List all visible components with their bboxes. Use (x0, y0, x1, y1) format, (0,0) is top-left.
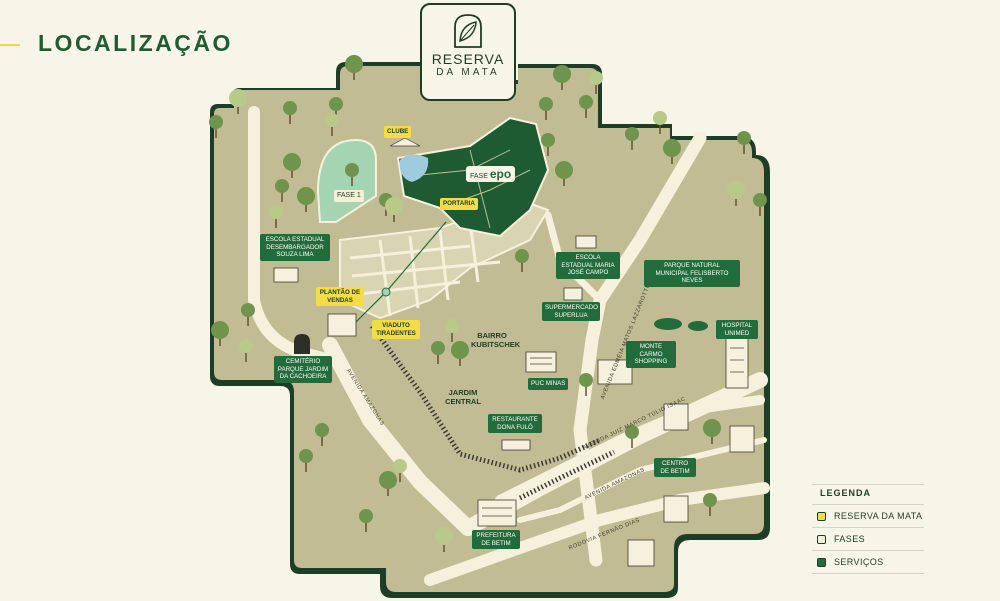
clube-umbrella (389, 137, 421, 147)
tree-icon (393, 459, 407, 482)
label-escola-souza-lima: ESCOLA ESTADUAL DESEMBARGADOR SOUZA LIMA (260, 234, 330, 261)
label-jardim-central: JARDIM CENTRAL (445, 388, 481, 406)
legend-swatch-servicos (817, 557, 826, 567)
tombstone (294, 334, 310, 354)
tree-icon (663, 139, 681, 164)
label-parque-municipal: PARQUE NATURAL MUNICIPAL FELISBERTO NEVE… (644, 260, 740, 287)
road-local-2 (517, 437, 767, 523)
tree-icon (579, 95, 593, 118)
tree-icon (541, 133, 555, 156)
title-accent-bar (0, 44, 20, 46)
road-amazonas-left (322, 337, 476, 536)
label-portaria: PORTARIA (440, 198, 478, 210)
tree-icon (359, 509, 373, 532)
tree-icon (241, 303, 255, 326)
tree-icon (451, 341, 469, 366)
trees (209, 55, 767, 552)
tree-icon (727, 181, 745, 206)
label-bairro-kubitschek: BAIRRO KUBITSCHEK (471, 331, 521, 349)
fase-epo-name: epo (489, 167, 512, 181)
fase-epo-prefix: FASE (470, 173, 488, 180)
reserva-da-mata-logo: RESERVA DA MATA (420, 3, 516, 101)
legend-item-fases: FASES (812, 528, 924, 551)
tree-icon (703, 493, 717, 516)
legend-swatch-reserva (817, 511, 826, 521)
tree-icon (555, 161, 573, 186)
label-fase1: FASE 1 (334, 190, 364, 202)
tree-icon (589, 71, 603, 94)
road-juiz-marco (495, 395, 765, 505)
tree-icon (283, 153, 301, 178)
label-cemiterio: CEMITÉRIO PARQUE JARDIM DA CACHOEIRA (274, 356, 332, 383)
tree-icon (703, 419, 721, 444)
tree-icon (515, 249, 529, 272)
legend-label-reserva: RESERVA DA MATA (834, 511, 923, 521)
tree-icon (209, 115, 223, 138)
tree-icon (325, 113, 339, 136)
tree-icon (553, 65, 571, 90)
tree-icon (625, 425, 639, 448)
tree-icon (315, 423, 329, 446)
label-escola-maria-jose: ESCOLA ESTADUAL MARIA JOSÉ CAMPO (556, 252, 620, 279)
rail-track (369, 324, 602, 473)
label-viaduto-tiradentes: VIADUTO TIRADENTES (372, 320, 420, 339)
fase1-area (316, 138, 377, 223)
legend: LEGENDA RESERVA DA MATA FASES SERVIÇOS (812, 484, 924, 574)
tree-icon (283, 101, 297, 124)
legend-swatch-fases (817, 534, 826, 544)
tree-icon (379, 471, 397, 496)
legend-item-reserva: RESERVA DA MATA (812, 505, 924, 528)
tree-icon (275, 179, 289, 202)
label-hospital: HOSPITAL UNIMED (716, 320, 758, 339)
label-clube: CLUBE (384, 126, 412, 138)
logo-line-1: RESERVA (431, 51, 505, 67)
label-centro-de-betim: CENTRO DE BETIM (654, 458, 696, 477)
legend-label-fases: FASES (834, 534, 866, 544)
tree-icon (345, 163, 359, 186)
tree-icon (445, 319, 459, 342)
tree-icon (653, 111, 667, 134)
leaf-icon (454, 14, 482, 48)
legend-item-servicos: SERVIÇOS (812, 551, 924, 574)
label-fase-epo: FASE epo (466, 166, 516, 182)
page-title: LOCALIZAÇÃO (38, 30, 233, 56)
tree-icon (625, 127, 639, 150)
label-prefeitura: PREFEITURA DE BETIM (472, 530, 520, 549)
logo-line-2: DA MATA (436, 67, 500, 78)
tree-icon (539, 97, 553, 120)
tree-icon (269, 205, 283, 228)
rail-track-2 (518, 449, 616, 501)
tree-icon (239, 339, 253, 362)
tree-icon (297, 187, 315, 212)
tree-icon (753, 193, 767, 216)
tree-icon (431, 341, 445, 364)
buildings (273, 235, 755, 567)
label-supermercado: SUPERMERCADO SUPERLUA (542, 302, 600, 321)
lake (399, 154, 429, 182)
label-plantao-de-vendas: PLANTÃO DE VENDAS (316, 287, 364, 306)
label-monte-carmo: MONTE CARMO SHOPPING (626, 341, 676, 368)
tree-icon (229, 89, 247, 114)
tree-icon (435, 527, 453, 552)
label-restaurante: RESTAURANTE DONA FULÔ (488, 414, 542, 433)
tree-icon (385, 197, 403, 222)
label-puc-minas: PUC MINAS (528, 378, 569, 390)
legend-label-servicos: SERVIÇOS (834, 557, 884, 567)
tree-icon (579, 373, 593, 396)
tree-icon (211, 321, 229, 346)
tree-icon (345, 55, 363, 80)
tree-icon (299, 449, 313, 472)
tree-icon (737, 131, 751, 154)
legend-title: LEGENDA (812, 484, 924, 505)
